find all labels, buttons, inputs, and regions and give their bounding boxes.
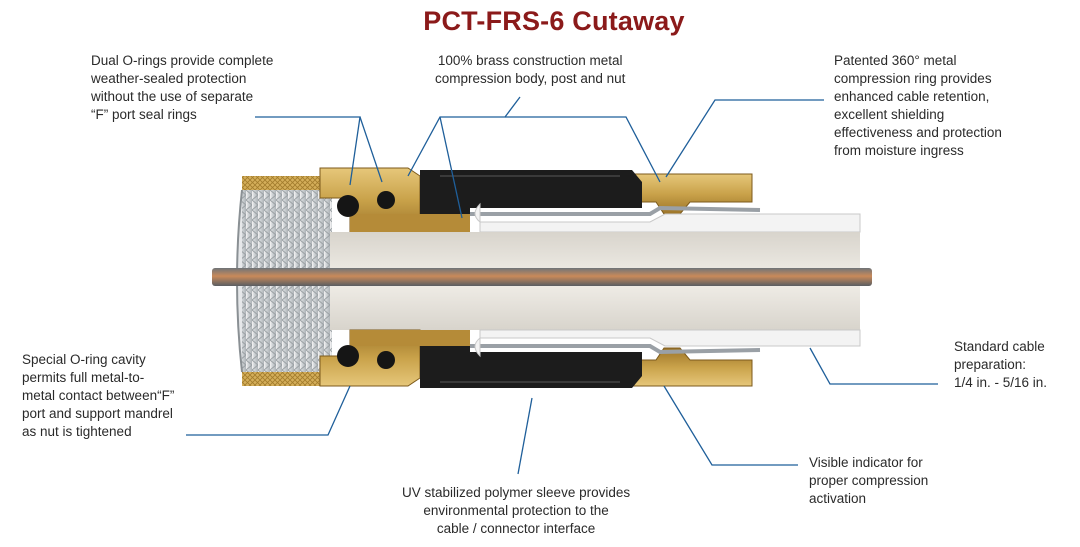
callout-line: port and support mandrel bbox=[22, 406, 173, 421]
callout-line: 1/4 in. - 5/16 in. bbox=[954, 375, 1048, 390]
callout-line: as nut is tightened bbox=[22, 424, 132, 439]
lower-body bbox=[319, 329, 861, 388]
cable-core bbox=[212, 232, 872, 330]
callout-line: “F” port seal rings bbox=[91, 107, 197, 122]
callout-line: preparation: bbox=[954, 357, 1027, 372]
callout-line: UV stabilized polymer sleeve provides bbox=[402, 485, 631, 500]
callout-line: permits full metal-to- bbox=[22, 370, 145, 385]
callout-line: compression ring provides bbox=[834, 71, 992, 86]
callout-line: without the use of separate bbox=[91, 89, 254, 104]
page-title: PCT-FRS-6 Cutaway bbox=[423, 6, 685, 36]
callout-line: activation bbox=[809, 491, 867, 506]
callout-line: Special O-ring cavity bbox=[22, 352, 146, 367]
callout-line: excellent shielding bbox=[834, 107, 945, 122]
callout-line: metal contact between“F” bbox=[22, 388, 175, 403]
callout-line: Patented 360° metal bbox=[834, 53, 957, 68]
callout-line: 100% brass construction metal bbox=[437, 53, 623, 68]
callout-oring-cavity: Special O-ring cavity permits full metal… bbox=[22, 351, 174, 441]
callout-brass-construction: 100% brass construction metal compressio… bbox=[435, 52, 625, 88]
callout-uv-sleeve: UV stabilized polymer sleeve provides en… bbox=[402, 484, 630, 538]
callout-line: Standard cable bbox=[954, 339, 1045, 354]
callout-line: Visible indicator for bbox=[809, 455, 923, 470]
callout-line: proper compression bbox=[809, 473, 929, 488]
callout-line: effectiveness and protection bbox=[834, 125, 1002, 140]
callout-dual-orings: Dual O-rings provide complete weather-se… bbox=[91, 52, 273, 124]
callout-line: compression body, post and nut bbox=[435, 71, 626, 86]
callout-cable-prep: Standard cable preparation: 1/4 in. - 5/… bbox=[954, 338, 1047, 392]
leader-lines bbox=[186, 96, 938, 475]
callout-line: Dual O-rings provide complete bbox=[91, 53, 274, 68]
callout-line: from moisture ingress bbox=[834, 143, 964, 158]
callout-line: enhanced cable retention, bbox=[834, 89, 990, 104]
callout-compression-ring: Patented 360° metal compression ring pro… bbox=[834, 52, 1002, 160]
callout-line: cable / connector interface bbox=[436, 521, 596, 536]
callout-visible-indicator: Visible indicator for proper compression… bbox=[809, 454, 928, 508]
callout-line: environmental protection to the bbox=[423, 503, 609, 518]
upper-body bbox=[319, 167, 861, 233]
callout-line: weather-sealed protection bbox=[91, 71, 247, 86]
